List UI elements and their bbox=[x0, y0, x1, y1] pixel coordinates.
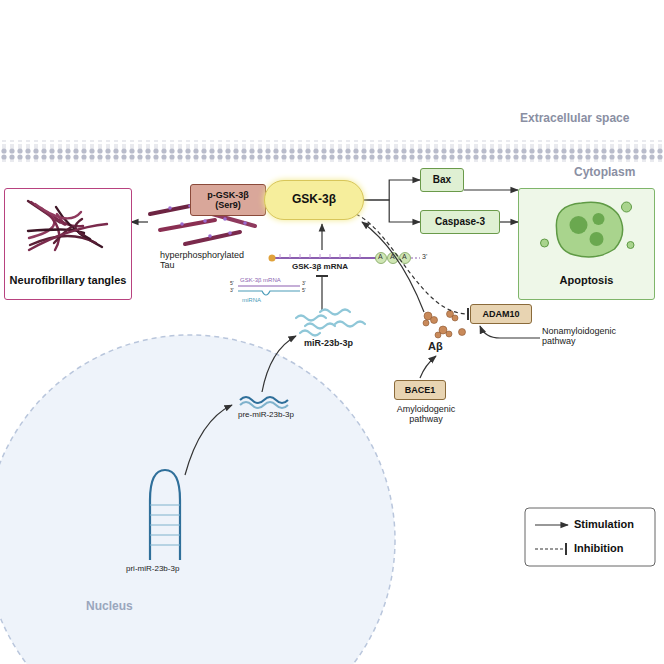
legend-text: Inhibition bbox=[574, 542, 623, 555]
legend-text: Stimulation bbox=[574, 518, 634, 531]
text-label: A bbox=[378, 253, 383, 261]
text-label: Aβ bbox=[428, 340, 443, 353]
node-text: BACE1 bbox=[401, 385, 440, 395]
node-text: Caspase-3 bbox=[431, 216, 489, 228]
text-label: A bbox=[402, 253, 407, 261]
outcome-box: Neurofibrillary tangles bbox=[4, 188, 132, 300]
text-label: 5' bbox=[302, 288, 306, 294]
stimulation-connector bbox=[364, 200, 420, 222]
node-text: p-GSK-3β (Ser9) bbox=[191, 190, 265, 211]
text-label: 3' bbox=[302, 281, 306, 287]
stimulation-connector bbox=[364, 180, 420, 200]
enzyme-box: ADAM10 bbox=[470, 304, 532, 324]
text-label: Cytoplasm bbox=[574, 166, 635, 180]
text-label: Nucleus bbox=[86, 600, 133, 614]
text-label: 3' bbox=[422, 253, 427, 261]
enzyme-oval: GSK-3β bbox=[264, 180, 364, 220]
outcome-box: Apoptosis bbox=[518, 188, 655, 300]
node-text: Neurofibrillary tangles bbox=[6, 274, 131, 287]
process-box: Caspase-3 bbox=[420, 210, 500, 234]
enzyme-box: BACE1 bbox=[394, 380, 446, 400]
text-label: 5' bbox=[230, 281, 234, 287]
text-label: miR-23b-3p bbox=[304, 338, 353, 348]
node-text: Apoptosis bbox=[556, 274, 618, 287]
process-box: p-GSK-3β (Ser9) bbox=[190, 184, 266, 216]
text-label: Nonamyloidogenic pathway bbox=[542, 326, 632, 347]
text-label: GSK-3β mRNA bbox=[240, 277, 281, 284]
text-label: hyperphosphorylated Tau bbox=[160, 250, 260, 271]
tangle-illustration bbox=[5, 193, 131, 263]
text-label: A bbox=[390, 253, 395, 261]
text-label: GSK-3β mRNA bbox=[292, 262, 348, 271]
apoptotic-cell-illustration bbox=[519, 193, 654, 263]
text-label: pri-miR-23b-3p bbox=[126, 564, 179, 573]
text-label: Amyloidogenic pathway bbox=[386, 404, 466, 425]
stimulation-connector bbox=[464, 189, 518, 190]
stimulation-connector bbox=[500, 221, 518, 222]
node-text: GSK-3β bbox=[288, 193, 340, 207]
node-text: Bax bbox=[429, 174, 455, 186]
text-label: miRNA bbox=[242, 297, 261, 304]
process-box: Bax bbox=[420, 168, 464, 192]
node-text: ADAM10 bbox=[478, 309, 523, 319]
text-label: pre-miR-23b-3p bbox=[238, 410, 294, 419]
text-label: 3' bbox=[230, 288, 234, 294]
text-label: Extracellular space bbox=[520, 112, 629, 126]
